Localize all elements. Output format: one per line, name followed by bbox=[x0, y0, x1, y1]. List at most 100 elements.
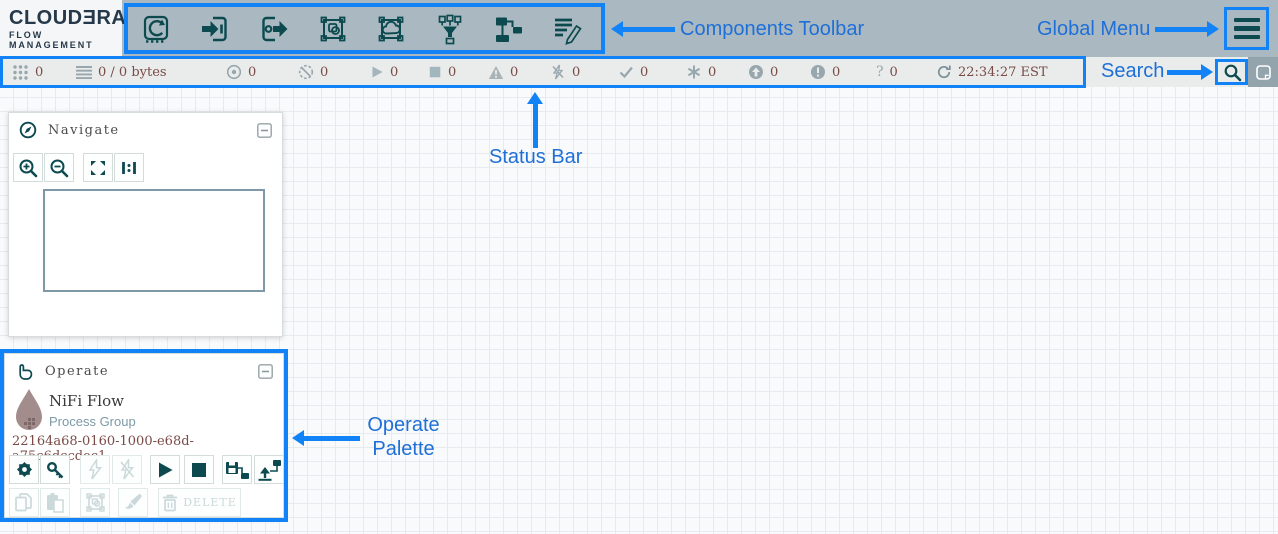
components-toolbar-arrow bbox=[611, 21, 675, 37]
copy-button[interactable] bbox=[9, 488, 39, 517]
navigate-title: Navigate bbox=[48, 122, 120, 138]
zoom-in-button[interactable] bbox=[13, 153, 43, 182]
global-menu-label: Global Menu bbox=[1037, 18, 1151, 40]
navigate-minimize-button[interactable] bbox=[257, 122, 272, 138]
status-active-threads: 0 bbox=[12, 57, 43, 87]
status-value: 0 bbox=[640, 64, 649, 80]
status-value: 0 bbox=[832, 64, 841, 80]
status-transmitting: 0 bbox=[226, 57, 256, 87]
global-menu-arrow bbox=[1155, 21, 1219, 37]
arrow-shaft bbox=[532, 104, 538, 148]
logo-subtitle: FLOW MANAGEMENT bbox=[9, 29, 94, 50]
zoom-out-button[interactable] bbox=[44, 153, 74, 182]
status-sync-failure: ? 0 bbox=[876, 57, 898, 87]
search-label: Search bbox=[1101, 60, 1165, 82]
status-value: 0 bbox=[770, 64, 779, 80]
trash-icon bbox=[163, 494, 178, 512]
status-value: 0 bbox=[320, 64, 329, 80]
up-to-date-icon bbox=[618, 64, 634, 80]
status-stale: 0 bbox=[748, 57, 778, 87]
status-value: 0 bbox=[572, 64, 581, 80]
status-value: 0 bbox=[889, 64, 898, 80]
selected-component-name: NiFi Flow bbox=[49, 392, 124, 410]
invalid-icon bbox=[488, 65, 504, 80]
transmitting-icon bbox=[226, 64, 242, 80]
status-invalid: 0 bbox=[488, 57, 518, 87]
delete-button[interactable]: DELETE bbox=[158, 488, 241, 517]
arrow-shaft bbox=[304, 435, 360, 441]
input-port-icon[interactable] bbox=[198, 12, 232, 46]
process-group-icon[interactable] bbox=[316, 12, 350, 46]
status-value: 0 bbox=[248, 64, 257, 80]
arrow-shaft bbox=[623, 26, 675, 32]
arrow-shaft bbox=[1155, 26, 1207, 32]
disabled-icon bbox=[550, 64, 566, 80]
status-refresh[interactable]: 22:34:27 EST bbox=[936, 57, 1048, 87]
arrow-head bbox=[1207, 21, 1219, 37]
status-bar-label: Status Bar bbox=[489, 146, 583, 168]
arrow-head bbox=[1201, 64, 1213, 80]
funnel-icon[interactable] bbox=[433, 12, 467, 46]
change-color-button[interactable] bbox=[118, 488, 148, 517]
locally-modified-icon bbox=[686, 64, 702, 80]
status-value: 0 / 0 bytes bbox=[98, 64, 167, 80]
not-transmitting-icon bbox=[298, 64, 314, 80]
start-button[interactable] bbox=[150, 455, 180, 484]
create-template-button[interactable] bbox=[222, 455, 252, 484]
delete-button-label: DELETE bbox=[183, 496, 237, 509]
operate-panel: Operate NiFi Flow Process Group 22164a68… bbox=[4, 353, 284, 518]
label-icon[interactable] bbox=[551, 12, 585, 46]
status-not-transmitting: 0 bbox=[298, 57, 328, 87]
operate-minimize-button[interactable] bbox=[258, 364, 273, 379]
enable-button[interactable] bbox=[80, 455, 110, 484]
minimap-viewport[interactable] bbox=[43, 189, 265, 292]
search-button[interactable] bbox=[1219, 60, 1245, 84]
operate-palette-arrow bbox=[292, 430, 360, 446]
queued-icon bbox=[76, 65, 92, 80]
refresh-icon[interactable] bbox=[936, 64, 952, 80]
navigate-header: Navigate bbox=[9, 113, 282, 139]
status-running: 0 bbox=[370, 57, 398, 87]
configuration-button[interactable] bbox=[9, 455, 39, 484]
locally-modified-and-stale-icon bbox=[810, 64, 826, 80]
status-bar-arrow bbox=[527, 92, 543, 148]
zoom-fit-button[interactable] bbox=[83, 153, 113, 182]
access-policies-button[interactable] bbox=[40, 455, 70, 484]
output-port-icon[interactable] bbox=[257, 12, 291, 46]
zoom-actual-size-button[interactable] bbox=[114, 153, 144, 182]
arrow-head bbox=[611, 21, 623, 37]
processor-icon[interactable] bbox=[139, 12, 173, 46]
status-locally-modified-and-stale: 0 bbox=[810, 57, 840, 87]
status-value: 0 bbox=[510, 64, 519, 80]
status-queued: 0 / 0 bytes bbox=[76, 57, 167, 87]
stale-icon bbox=[748, 64, 764, 80]
refresh-timestamp: 22:34:27 EST bbox=[958, 64, 1048, 80]
stopped-icon bbox=[428, 65, 442, 79]
sync-failure-icon: ? bbox=[876, 64, 884, 80]
global-menu-button[interactable] bbox=[1230, 12, 1264, 45]
components-toolbar bbox=[133, 7, 591, 50]
operate-header: Operate bbox=[5, 354, 283, 381]
paste-button[interactable] bbox=[40, 488, 70, 517]
upload-template-button[interactable] bbox=[254, 455, 284, 484]
cloudera-logo: CLOUDƎRA FLOW MANAGEMENT bbox=[0, 0, 126, 57]
status-value: 0 bbox=[448, 64, 457, 80]
arrow-head bbox=[527, 92, 543, 104]
template-icon[interactable] bbox=[492, 12, 526, 46]
group-button[interactable] bbox=[80, 488, 110, 517]
operate-palette-label-line2: Palette bbox=[372, 438, 435, 460]
arrow-head bbox=[292, 430, 304, 446]
navigate-panel: Navigate bbox=[8, 112, 283, 337]
status-value: 0 bbox=[708, 64, 717, 80]
nifi-drop-logo bbox=[13, 388, 45, 437]
stop-button[interactable] bbox=[184, 455, 214, 484]
remote-process-group-icon[interactable] bbox=[374, 12, 408, 46]
operate-title: Operate bbox=[45, 364, 110, 379]
bulletin-icon bbox=[1255, 64, 1271, 80]
arrow-shaft bbox=[1167, 69, 1201, 75]
selected-component-type: Process Group bbox=[49, 414, 136, 429]
status-value: 0 bbox=[390, 64, 399, 80]
status-bar: 0 0 / 0 bytes 0 0 0 0 0 0 0 0 0 0 bbox=[0, 57, 1278, 87]
disable-button[interactable] bbox=[112, 455, 142, 484]
bulletin-board-button[interactable] bbox=[1248, 57, 1278, 87]
